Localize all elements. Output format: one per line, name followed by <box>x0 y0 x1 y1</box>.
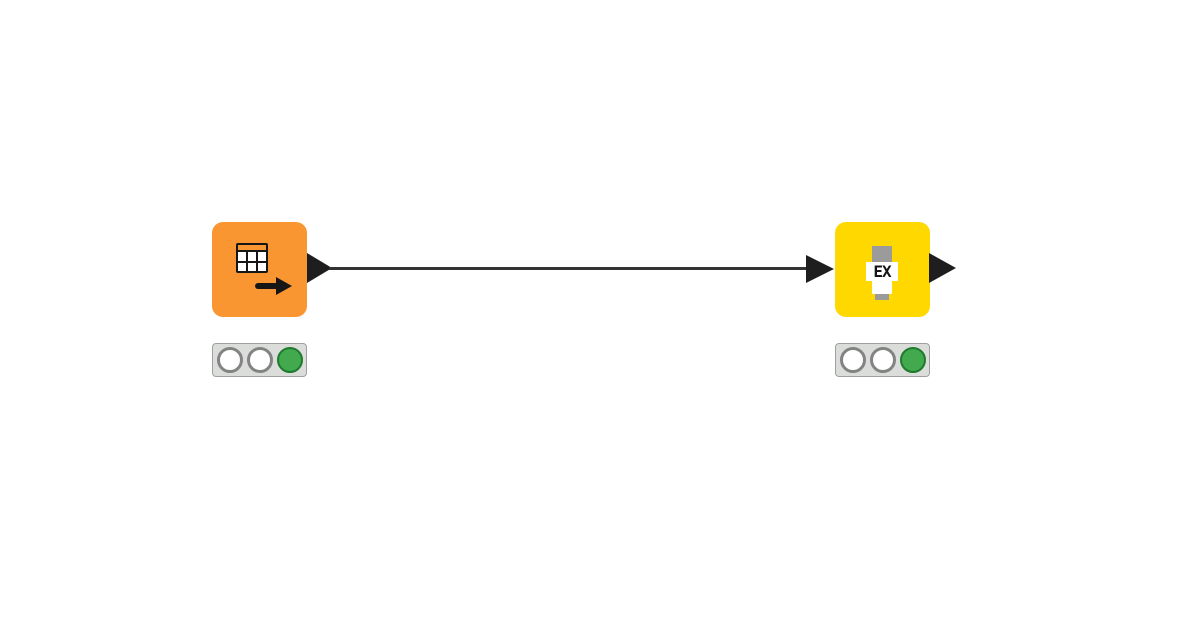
excel-file-icon-body <box>872 281 892 294</box>
output-port-writer-node[interactable] <box>929 253 956 283</box>
status-light-green-on <box>276 347 303 373</box>
connection-arrowhead-icon[interactable] <box>806 255 834 283</box>
arrow-icon-shaft <box>255 283 279 289</box>
workflow-node-writer[interactable]: EX <box>835 222 930 317</box>
excel-file-icon-label: EX <box>866 262 898 281</box>
table-icon-cell <box>258 262 266 271</box>
arrow-icon-head <box>276 277 292 295</box>
excel-file-icon: EX <box>835 222 930 317</box>
table-icon-grid <box>238 252 266 271</box>
table-icon-cell <box>238 262 246 271</box>
workflow-node-source[interactable] <box>212 222 307 317</box>
output-port-source-node[interactable] <box>307 253 332 283</box>
traffic-light-writer-node <box>835 343 930 377</box>
table-icon-cell <box>238 252 246 261</box>
status-light-red-off <box>216 347 243 373</box>
excel-file-icon-top <box>872 246 892 263</box>
table-with-arrow-icon <box>236 243 268 273</box>
table-icon-cell <box>248 262 256 271</box>
excel-icon-text: EX <box>873 261 891 281</box>
table-icon-cell <box>248 252 256 261</box>
table-icon-header <box>238 245 266 252</box>
excel-file-icon-foot <box>875 294 889 300</box>
traffic-light-source-node <box>212 343 307 377</box>
status-light-green-on <box>899 347 926 373</box>
status-light-red-off <box>839 347 866 373</box>
status-light-yellow-off <box>869 347 896 373</box>
table-icon-cell <box>258 252 266 261</box>
connection-wire[interactable] <box>329 267 808 270</box>
status-light-yellow-off <box>246 347 273 373</box>
